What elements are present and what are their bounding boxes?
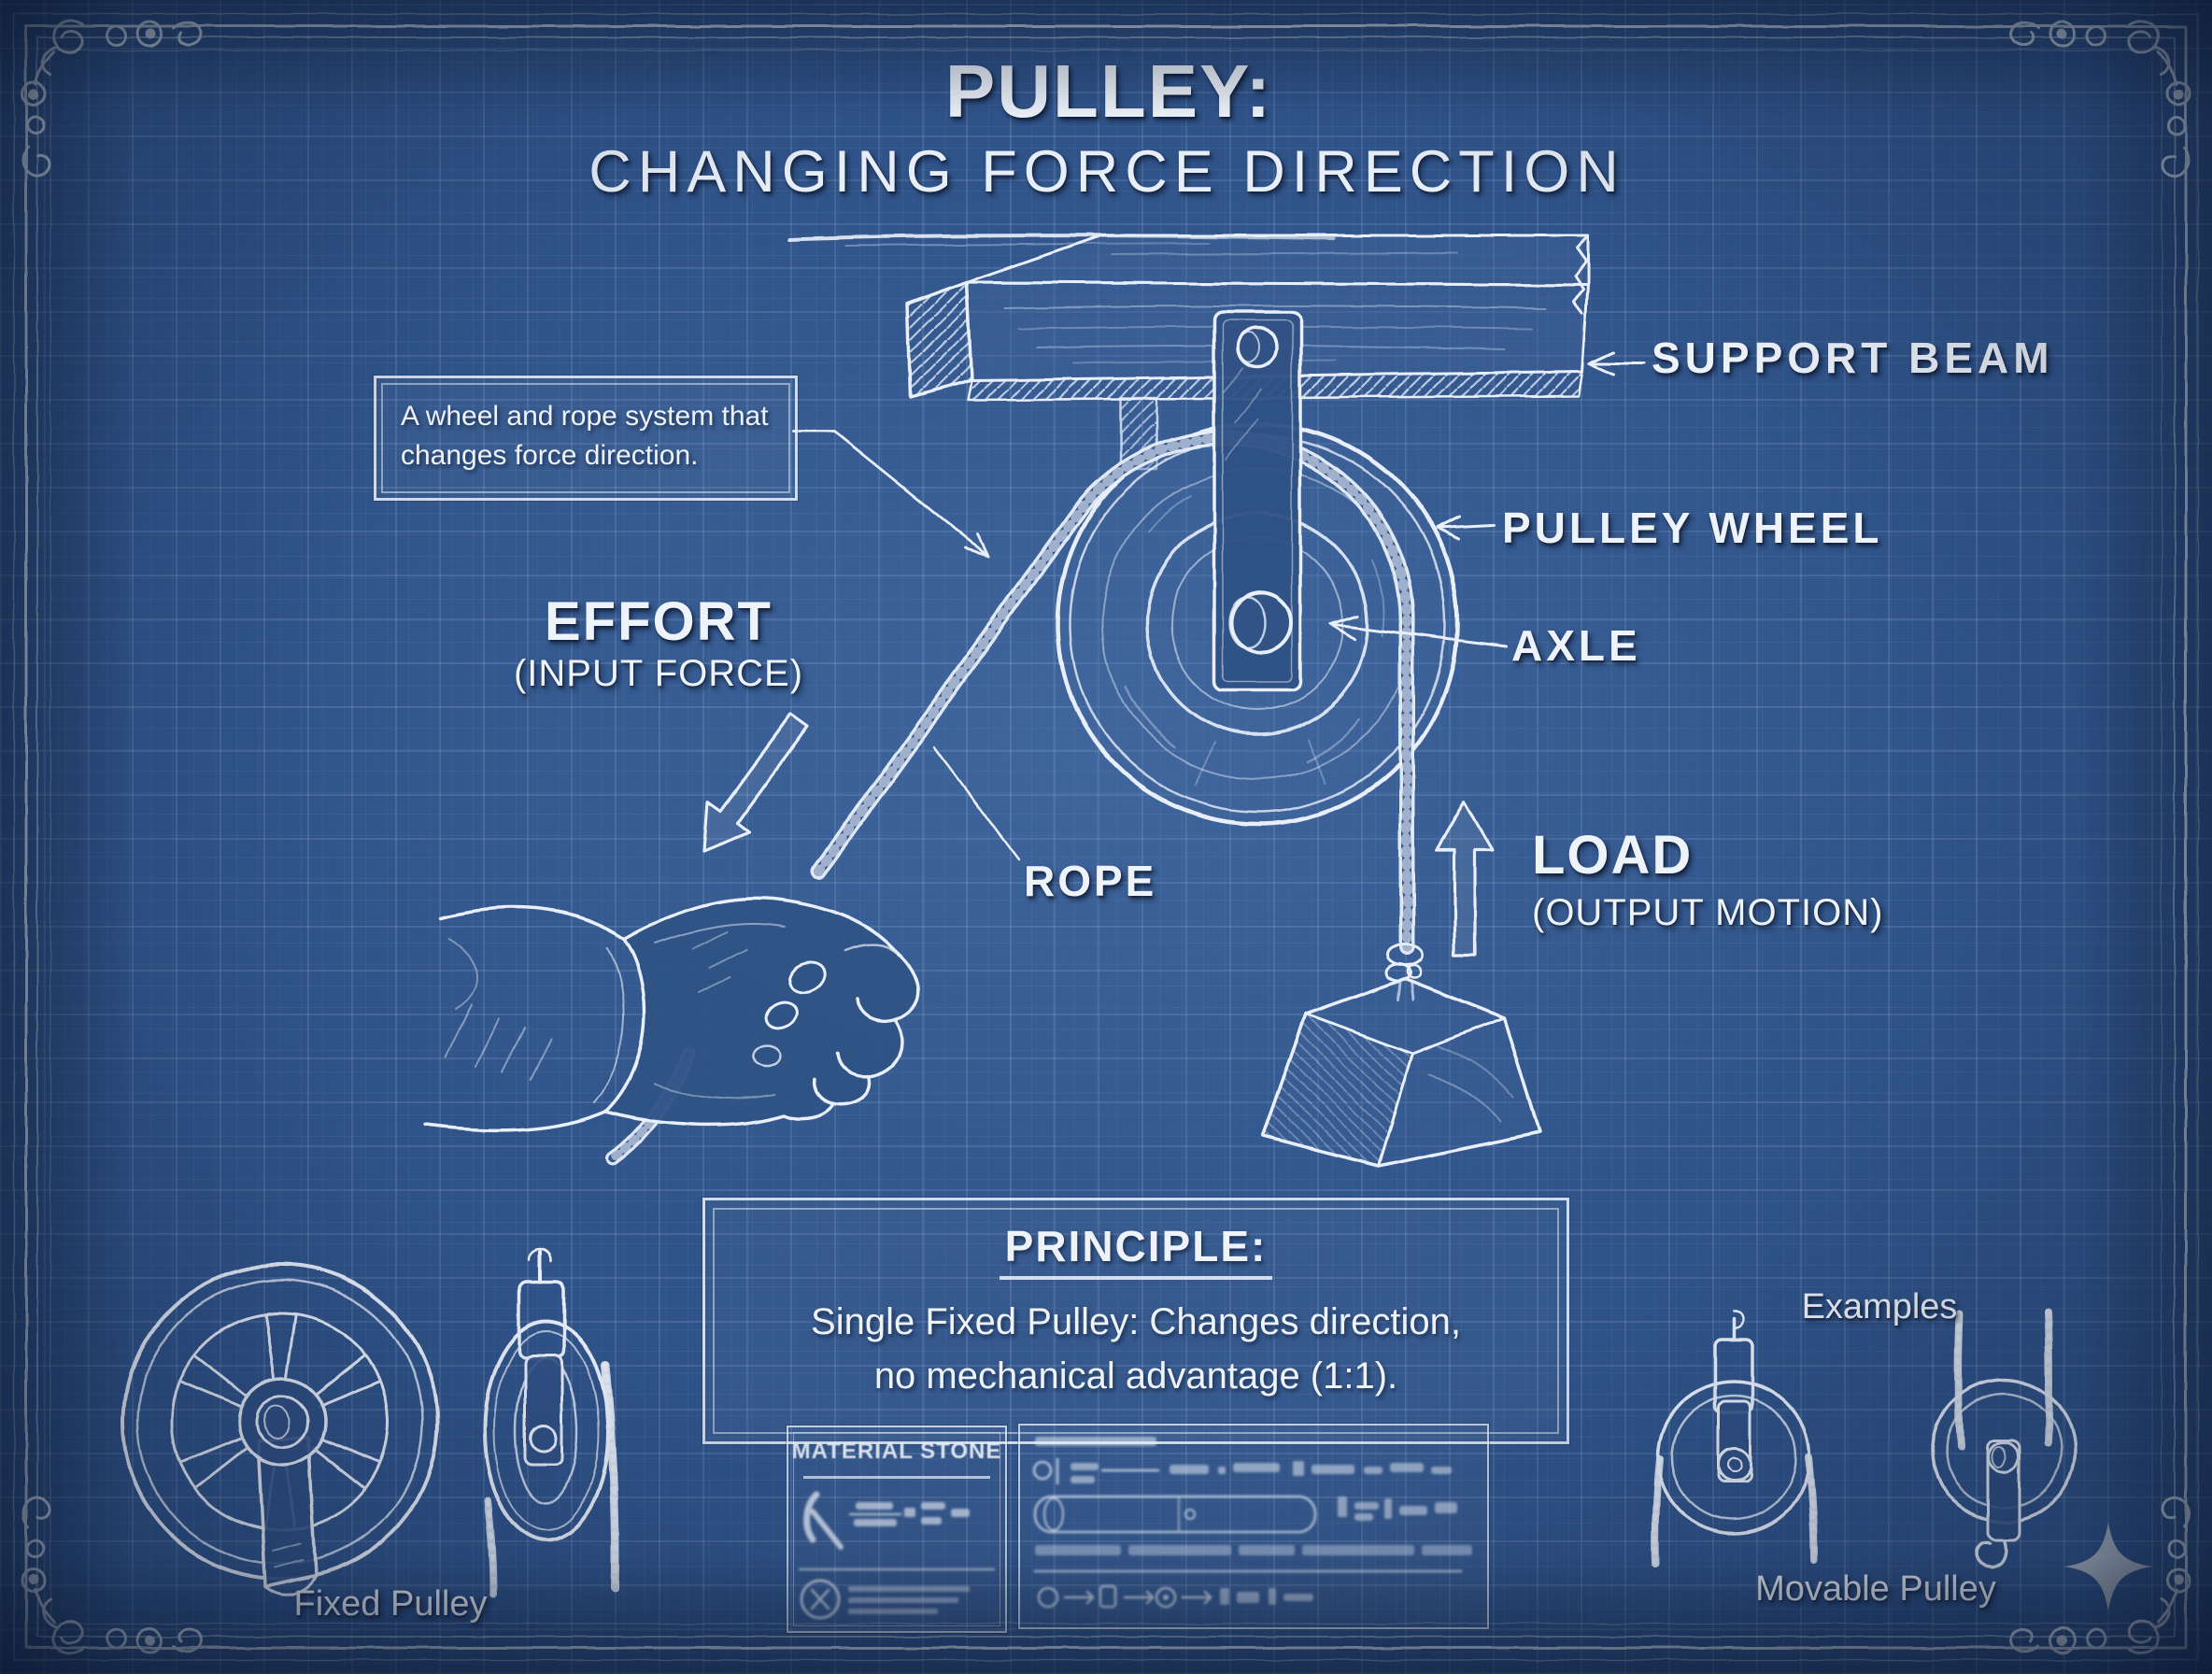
material-box-illegible-content: [798, 1491, 996, 1620]
sparkle-watermark-icon: [2064, 1523, 2152, 1610]
examples-heading: Examples: [1801, 1287, 1958, 1326]
description-line-2: changes force direction.: [401, 440, 699, 471]
fixed-pulley-figure: [121, 1247, 620, 1597]
spec-stamp-box: [1018, 1424, 1489, 1629]
movable-pulley-label: Movable Pulley: [1755, 1569, 1996, 1609]
page-title: PULLEY:: [944, 50, 1273, 133]
material-stamp-box: MATERIAL STONE: [787, 1426, 1007, 1633]
axle-label: AXLE: [1511, 621, 1641, 670]
principle-heading: PRINCIPLE:: [999, 1221, 1273, 1280]
effort-label: EFFORT: [545, 591, 773, 652]
load-label: LOAD: [1532, 825, 1694, 886]
spec-box-illegible-content: [1032, 1437, 1472, 1609]
principle-line-1: Single Fixed Pulley: Changes direction,: [811, 1301, 1461, 1342]
pulley-wheel-label: PULLEY WHEEL: [1502, 504, 1883, 552]
axle-drawing: [1227, 590, 1293, 654]
effort-sub-label: (INPUT FORCE): [513, 653, 804, 694]
hand-drawing: [423, 896, 920, 1133]
rope-label: ROPE: [1024, 857, 1157, 905]
load-sub-label: (OUTPUT MOTION): [1532, 892, 1884, 933]
description-box: A wheel and rope system that changes for…: [374, 376, 798, 501]
fixed-pulley-label: Fixed Pulley: [293, 1584, 488, 1624]
examples-figures: [1652, 1309, 2077, 1568]
load-weight-drawing: [1261, 943, 1541, 1168]
description-line-1: A wheel and rope system that: [401, 401, 769, 432]
principle-line-2: no mechanical advantage (1:1).: [873, 1355, 1398, 1397]
principle-box: PRINCIPLE: Single Fixed Pulley: Changes …: [702, 1198, 1569, 1444]
page-subtitle: CHANGING FORCE DIRECTION: [588, 139, 1625, 205]
load-label-group: LOAD (OUTPUT MOTION): [1532, 824, 1883, 934]
effort-label-group: EFFORT (INPUT FORCE): [514, 590, 803, 695]
support-beam-label: SUPPORT BEAM: [1652, 333, 2054, 382]
